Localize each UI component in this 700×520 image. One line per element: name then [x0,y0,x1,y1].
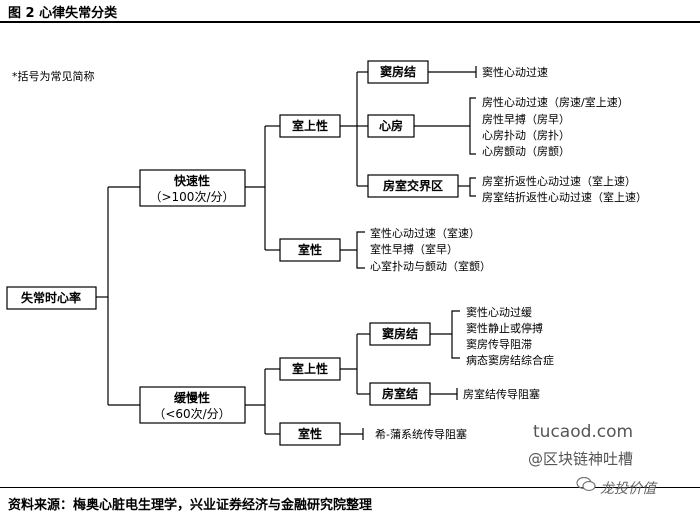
node-fast-supraventricular [279,114,341,138]
label-av-junction: 房室交界区 [383,178,443,193]
leaf-atrial-3: 心房颤动（房颤） [482,144,570,158]
label-sinus-slow: 窦房结 [382,326,418,341]
leaf-sinus-slow-1: 窦性静止或停搏 [466,321,543,335]
node-fast-ventricular [279,238,341,262]
leaf-sinus-tachy: 窦性心动过速 [482,65,548,79]
watermark-site: tucaod.com [533,422,634,442]
label-fast-sub: （>100次/分） [149,190,234,204]
leaf-ventricular-2: 心室扑动与颤动（室颤） [370,259,491,273]
node-atrial [367,114,415,138]
node-slow-ventricular [279,422,341,446]
node-sinus-slow [369,322,431,346]
label-slow-sub: （<60次/分） [153,407,230,421]
leaf-av-block: 房室结传导阻塞 [463,387,540,401]
label-fast-supra: 室上性 [292,118,328,133]
source-footer: 资料来源：梅奥心脏电生理学，兴业证券经济与金融研究院整理 [8,498,373,513]
node-labels: 失常时心率 快速性 （>100次/分） 缓慢性 （<60次/分） 室上性 室性 … [21,64,443,441]
footer-rule [0,487,700,488]
leaf-atrial-2: 心房扑动（房扑） [482,128,570,142]
node-fast [139,169,246,207]
node-root [6,286,97,310]
leaf-atrial-1: 房性早搏（房早） [482,112,570,126]
node-sinus-fast [367,60,429,84]
watermark-handle: @区块链神吐槽 [528,450,634,468]
header-rule [0,21,700,23]
leaf-labels: 窦性心动过速 房性心动过速（房速/室上速） 房性早搏（房早） 心房扑动（房扑） … [370,65,647,441]
label-root: 失常时心率 [21,290,81,305]
connector-lines [96,66,477,440]
leaf-sinus-slow-0: 窦性心动过缓 [466,305,532,319]
leaf-ventricular-1: 室性早搏（室早） [370,242,458,256]
leaf-his-purkinje: 希-蒲系统传导阻塞 [375,427,467,441]
label-slow-supra: 室上性 [292,361,328,376]
label-slow-ventricular: 室性 [298,426,322,441]
label-slow: 缓慢性 [174,390,210,405]
label-sinus-fast: 窦房结 [380,64,416,79]
leaf-ventricular-0: 室性心动过速（室速） [370,226,480,240]
node-av-node [369,382,431,406]
abbreviation-note: *括号为常见简称 [12,70,95,83]
node-av-junction [367,174,459,198]
figure-title: 图 2 心律失常分类 [8,6,118,21]
label-fast: 快速性 [174,173,210,188]
leaf-atrial-0: 房性心动过速（房速/室上速） [482,95,629,109]
label-av-node: 房室结 [382,386,418,401]
wechat-icon [576,476,596,492]
watermark-logo-text: 龙投价值 [600,481,656,497]
leaf-junction-1: 房室结折返性心动过速（室上速） [482,190,647,204]
node-slow [139,386,246,424]
label-atrial: 心房 [379,118,403,133]
node-slow-supraventricular [279,357,341,381]
label-fast-ventricular: 室性 [298,242,322,257]
leaf-junction-0: 房室折返性心动过速（室上速） [482,174,636,188]
leaf-sinus-slow-3: 病态窦房结综合症 [466,353,554,367]
leaf-sinus-slow-2: 窦房传导阻滞 [466,338,532,351]
